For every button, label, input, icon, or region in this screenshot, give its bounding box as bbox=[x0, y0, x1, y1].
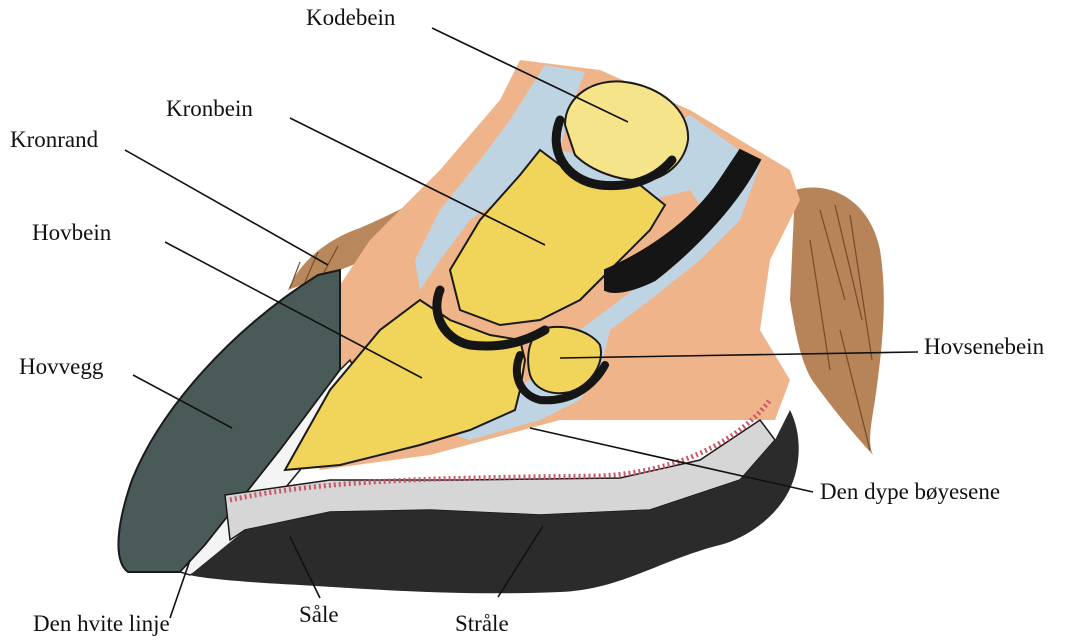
hair-back-tuft bbox=[790, 188, 884, 456]
label-hovsenebein: Hovsenebein bbox=[924, 335, 1044, 358]
label-hovvegg: Hovvegg bbox=[19, 355, 103, 378]
label-kodebein: Kodebein bbox=[306, 6, 395, 29]
label-den-dype-boyesene: Den dype bøyesene bbox=[820, 480, 1000, 503]
leader-kronrand bbox=[125, 150, 328, 265]
label-kronbein: Kronbein bbox=[166, 97, 253, 120]
label-saale: Såle bbox=[299, 603, 339, 626]
label-hovbein: Hovbein bbox=[32, 221, 111, 244]
label-straale: Stråle bbox=[455, 612, 509, 635]
label-den-hvite-linje: Den hvite linje bbox=[33, 612, 170, 635]
label-kronrand: Kronrand bbox=[10, 128, 98, 151]
